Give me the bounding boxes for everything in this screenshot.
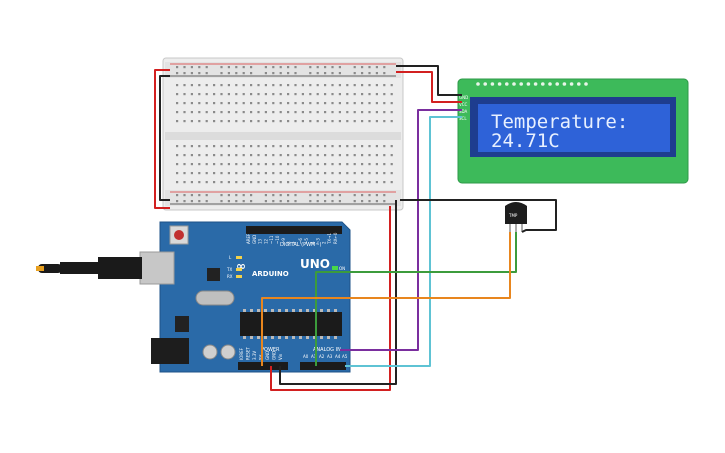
lcd-header-pin: [512, 82, 516, 86]
digital-pin-label: 12: [263, 238, 268, 244]
power-pin-label: RESET: [246, 347, 251, 360]
wire-black-sensor-gnd: [400, 199, 557, 233]
lcd-header-pin: [562, 82, 567, 86]
model-label: UNO: [300, 257, 330, 271]
digital-label: DIGITAL (PWM~): [280, 242, 322, 248]
breadboard-holes: [176, 66, 393, 203]
digital-pin-label: ~5: [304, 238, 309, 244]
on-led: [332, 266, 338, 270]
lcd-header-pin: [476, 82, 480, 86]
lcd-screen: [478, 104, 670, 152]
l-led: [236, 256, 242, 259]
power-pin-label: GND: [272, 351, 277, 360]
atmega-chip: [240, 312, 342, 336]
digital-pin-label: ~6: [298, 238, 303, 244]
wire-black-rail-left: [159, 75, 170, 201]
analog-label: ANALOG IN: [313, 347, 341, 353]
power-pin-label: 3.3V: [252, 351, 257, 360]
lcd-header-pins: [476, 82, 588, 86]
lcd-header-pin: [533, 82, 538, 86]
pin-a2-label: A2: [319, 354, 325, 359]
on-label: ON: [339, 266, 345, 271]
tx-led-label: TX: [226, 267, 232, 272]
lcd-pin-scl: SCL: [459, 116, 467, 121]
lcd-header-pin: [505, 82, 509, 86]
usb-cable: [36, 257, 142, 279]
lcd-header-pin: [483, 82, 488, 86]
digital-pin-label: ~9: [281, 238, 286, 244]
breadboard[interactable]: [162, 57, 404, 211]
power-pin-label: IOREF: [239, 347, 244, 360]
digital-pin-label: RX←0: [333, 232, 338, 244]
wire-cyan-scl: [345, 116, 462, 367]
digital-pin-label: 7: [292, 241, 297, 244]
lcd-header-pin: [526, 82, 531, 86]
power-jack: [151, 338, 189, 364]
lcd-header-pin: [584, 82, 588, 86]
analog-header: [300, 362, 346, 370]
digital-pin-label: 8: [287, 241, 292, 244]
lcd-header-pin: [569, 82, 574, 86]
digital-pin-label: GND: [252, 235, 257, 244]
lcd-pin-sda: SDA: [459, 109, 468, 114]
lcd-pin-vcc: VCC: [459, 102, 468, 107]
arduino-uno-board[interactable]: ∞ ARDUINO UNO DIGITAL (PWM~) POWER ANALO…: [139, 221, 351, 373]
lcd-pin-gnd: GND: [459, 95, 468, 100]
lcd-header-pin: [519, 82, 523, 86]
pin-a5-label: A5: [342, 354, 348, 359]
tx-led: [236, 268, 242, 271]
lcd-line-1: Temperature:: [491, 111, 628, 133]
tmp36-sensor[interactable]: TMP: [505, 202, 527, 232]
wire-black-lcd-gnd: [396, 65, 462, 96]
pin-a4-label: A4: [335, 354, 341, 359]
reset-button[interactable]: [174, 230, 184, 240]
digital-pin-label: ~3: [316, 238, 321, 244]
sensor-label: TMP: [508, 213, 518, 218]
digital-pin-label: ~11: [269, 235, 274, 244]
pin-a0-label: A0: [303, 354, 309, 359]
lcd-module[interactable]: Temperature: 24.71C GND VCC SDA SCL: [457, 78, 689, 184]
lcd-header-pin: [548, 82, 552, 86]
wires: [154, 65, 557, 391]
wire-red-rail-left: [154, 69, 170, 209]
lcd-header-pin: [497, 82, 502, 86]
rx-led-label: RX: [227, 274, 233, 279]
lcd-line-2: 24.71C: [491, 130, 560, 152]
wire-purple-sda: [340, 109, 462, 351]
pin-a3-label: A3: [327, 354, 333, 359]
usb-port: [139, 251, 175, 285]
wire-red-vcc: [396, 71, 462, 103]
wire-black-gnd: [279, 200, 397, 385]
digital-pin-label: TX→1: [327, 232, 332, 245]
digital-pin-label: 13: [258, 238, 263, 244]
l-led-label: L: [229, 255, 232, 260]
digital-pin-label: AREF: [246, 233, 251, 244]
pin-a1-label: A1: [311, 354, 317, 359]
wire-orange-power: [261, 232, 511, 366]
arduino-logo: ∞: [236, 259, 246, 273]
lcd-header-pin: [490, 82, 495, 86]
power-pin-label: Vin: [278, 353, 283, 360]
brand-label: ARDUINO: [252, 270, 289, 278]
rx-led: [236, 275, 242, 278]
digital-header: [246, 226, 342, 234]
digital-pin-label: 2: [321, 241, 326, 244]
lcd-header-pin: [577, 82, 581, 86]
digital-pin-label: 4: [310, 241, 315, 244]
power-label: POWER: [261, 347, 280, 353]
power-pin-label: GND: [265, 351, 270, 360]
wire-green-signal: [315, 232, 517, 366]
lcd-header-pin: [555, 82, 559, 86]
digital-pin-label: ~10: [275, 235, 280, 244]
lcd-header-pin: [541, 82, 545, 86]
